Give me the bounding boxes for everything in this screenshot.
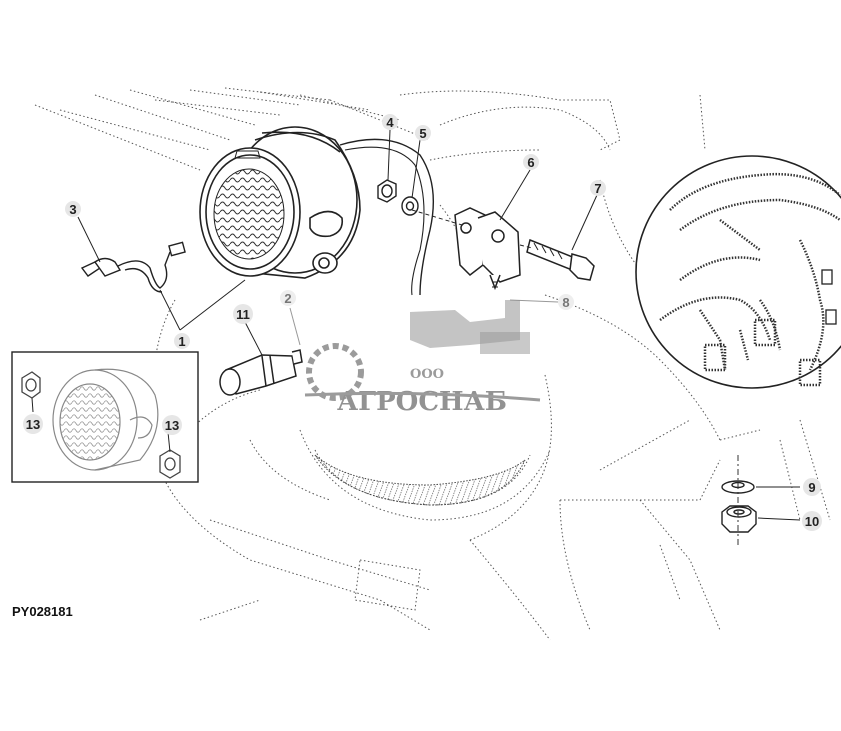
gear-icon [306, 343, 364, 401]
bulb-harness [80, 241, 186, 293]
callout-9: 9 [803, 478, 821, 496]
svg-text:1: 1 [178, 334, 185, 349]
machine-outline [34, 87, 831, 641]
svg-text:13: 13 [165, 418, 179, 433]
callout-13-left: 13 [23, 414, 43, 434]
bracket-part-6 [454, 207, 521, 291]
connector-part-11 [219, 349, 303, 396]
lower-lamp-recess [314, 454, 526, 506]
tractor-icon [410, 300, 530, 354]
nut-part-10 [721, 505, 757, 533]
bolt-part-7 [526, 238, 595, 281]
svg-text:ООО: ООО [410, 367, 444, 382]
svg-text:3: 3 [69, 202, 76, 217]
callout-11: 11 [233, 304, 253, 324]
leader-lines [31, 129, 801, 521]
svg-text:5: 5 [419, 126, 426, 141]
svg-text:9: 9 [808, 480, 815, 495]
svg-text:4: 4 [386, 115, 394, 130]
callout-5: 5 [415, 125, 431, 141]
svg-text:6: 6 [527, 155, 534, 170]
svg-text:10: 10 [805, 514, 819, 529]
callout-10: 10 [802, 511, 822, 531]
nut-part-4 [377, 179, 397, 203]
washer-part-5 [401, 196, 419, 216]
callout-6: 6 [523, 154, 539, 170]
callout-4: 4 [382, 114, 398, 130]
drawing-code: PY028181 [12, 604, 73, 619]
callout-3: 3 [65, 201, 81, 217]
svg-text:2: 2 [284, 291, 291, 306]
svg-text:8: 8 [562, 295, 569, 310]
svg-text:АГРОСНАБ: АГРОСНАБ [337, 387, 507, 417]
harness-detail-magnifier [635, 155, 841, 389]
callout-7: 7 [590, 180, 606, 196]
callout-8: 8 [558, 294, 574, 310]
callouts: 1 2 3 4 5 6 7 8 [23, 114, 822, 531]
svg-text:13: 13 [26, 417, 40, 432]
svg-text:11: 11 [236, 307, 250, 322]
svg-text:7: 7 [594, 181, 601, 196]
callout-1: 1 [174, 333, 190, 349]
watermark-logo: ООО АГРОСНАБ [304, 300, 541, 417]
headlight-assembly [199, 126, 435, 296]
callout-2: 2 [280, 290, 296, 306]
swoosh [304, 391, 541, 402]
callout-13-right: 13 [162, 415, 182, 435]
